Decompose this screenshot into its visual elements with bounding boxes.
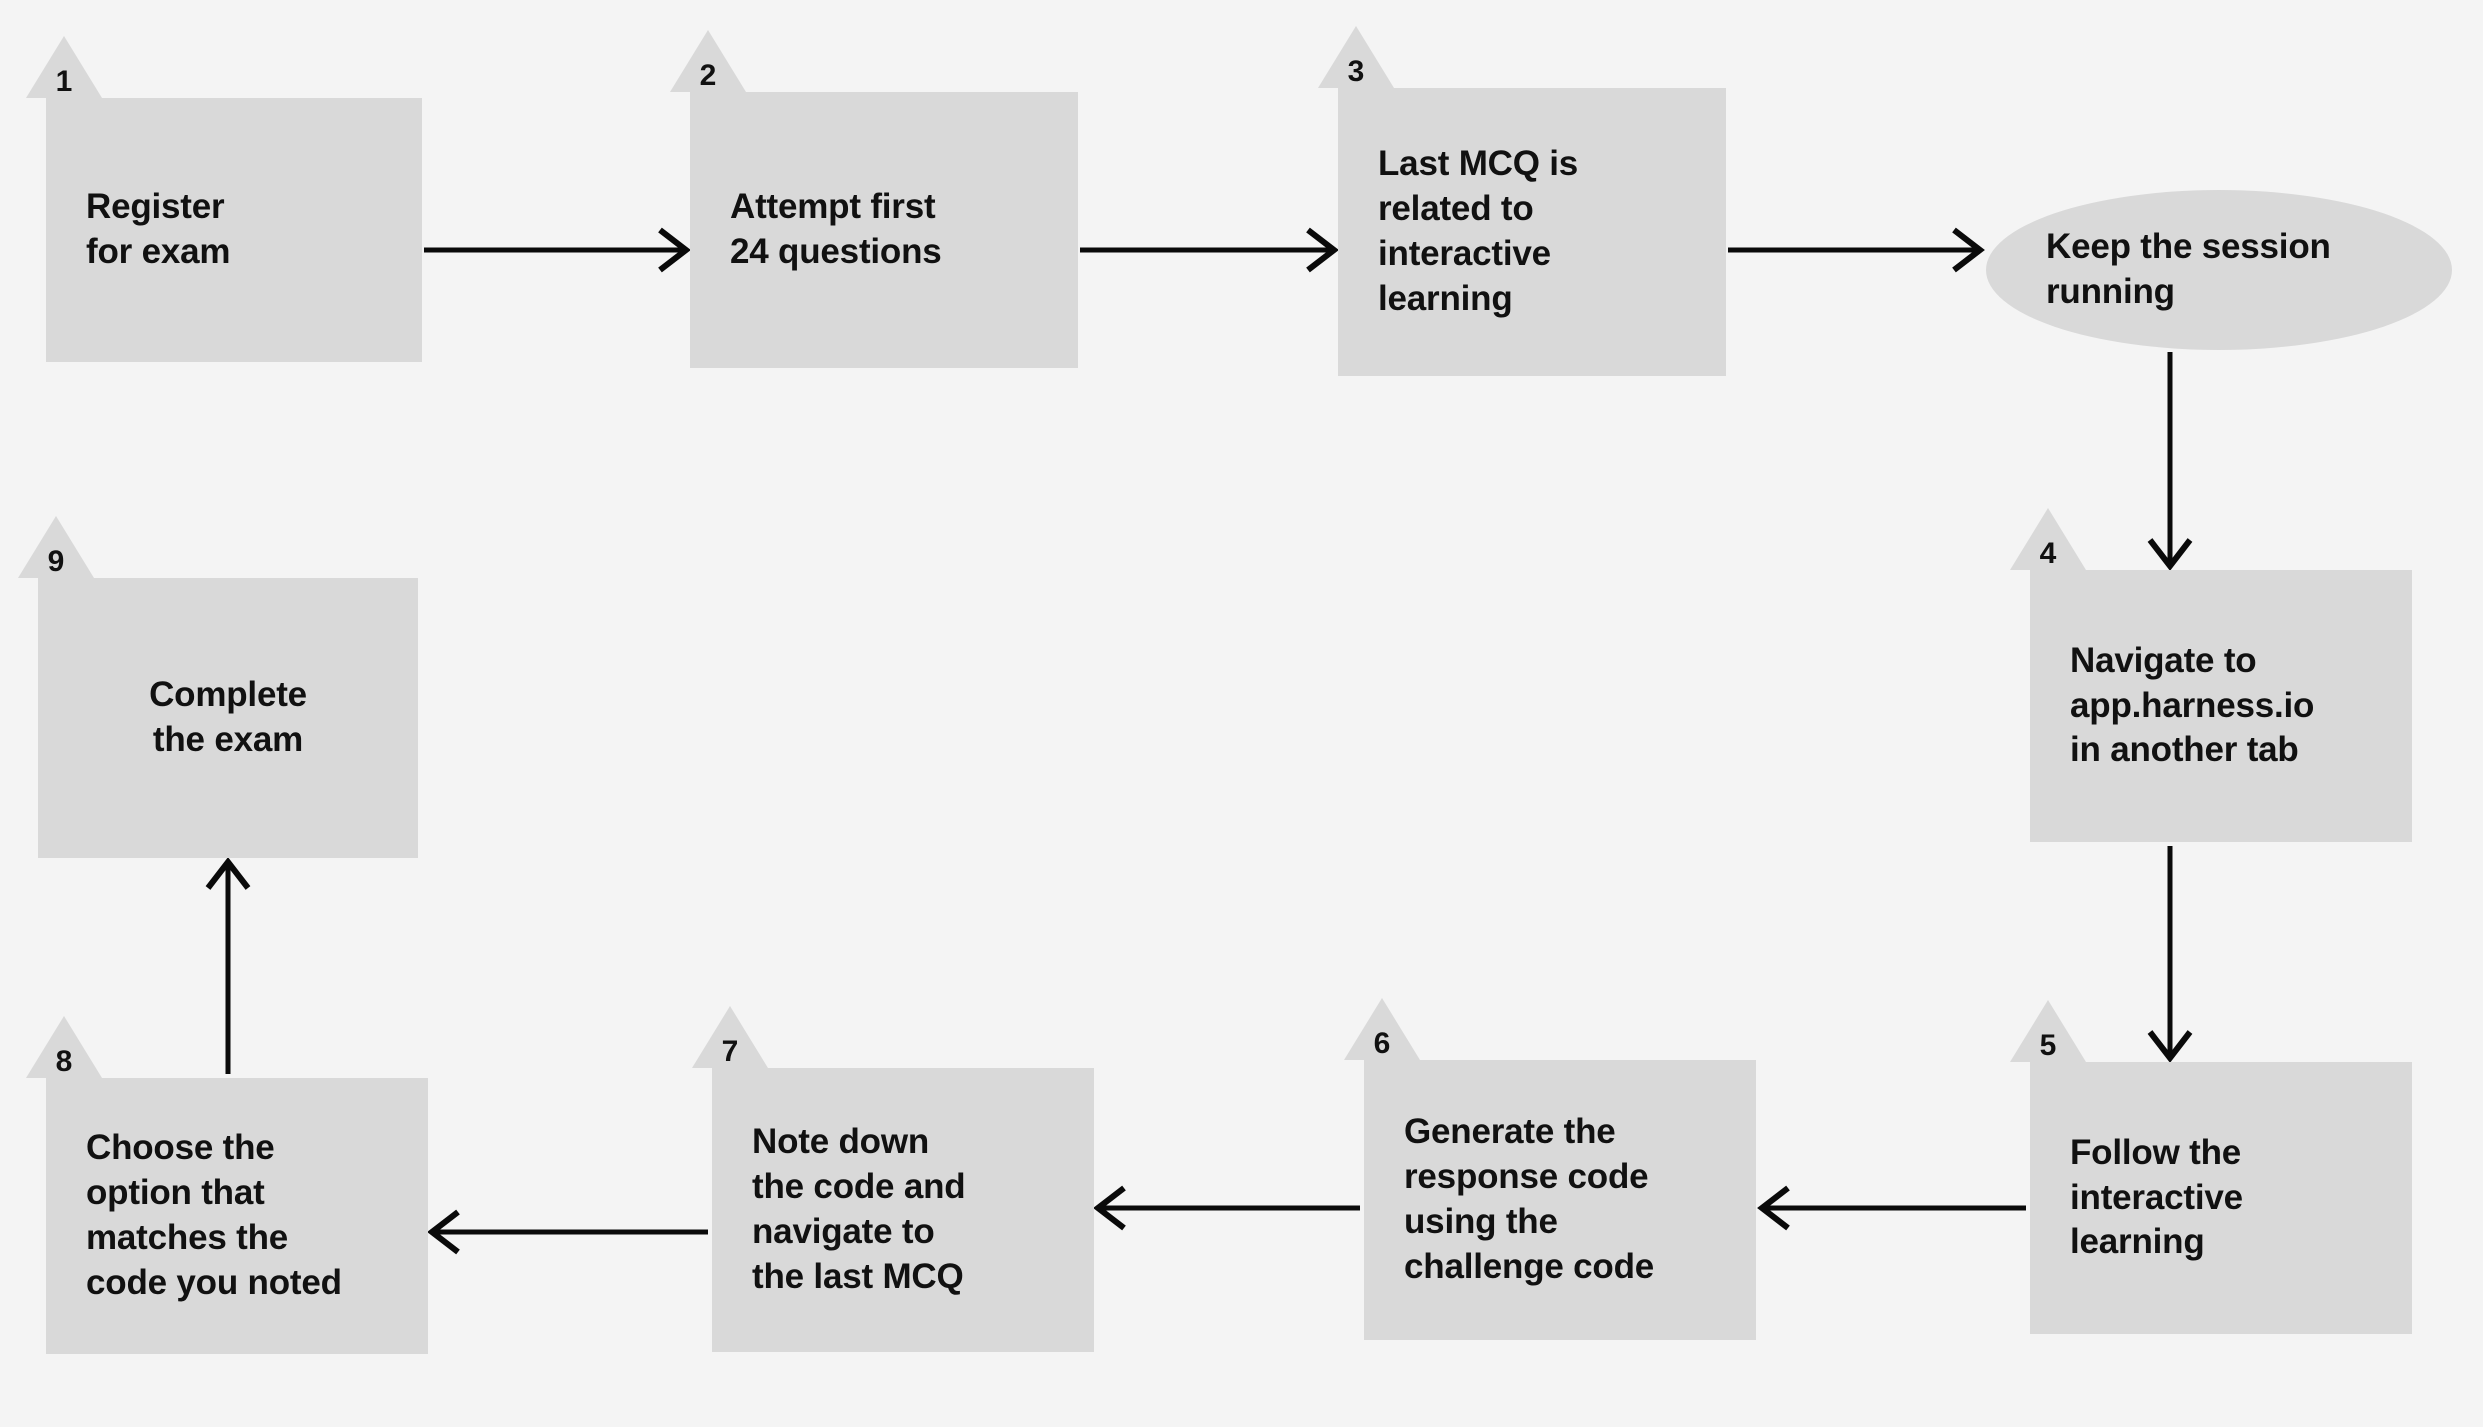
- triangle-icon: [692, 1006, 768, 1068]
- triangle-icon: [26, 1016, 102, 1078]
- flow-node-n4[interactable]: Navigate to app.harness.io in another ta…: [2030, 570, 2412, 842]
- flow-node-label: Register for exam: [86, 187, 231, 271]
- step-number-label: 1: [55, 65, 73, 98]
- triangle-icon: [2010, 1000, 2086, 1062]
- arrow-head-icon: [205, 857, 251, 890]
- arrow-head-icon: [1952, 227, 1985, 273]
- triangle-icon: [1344, 998, 1420, 1060]
- flow-edge-n1-to-n2: [424, 227, 691, 273]
- arrow-head-icon: [1093, 1185, 1126, 1231]
- step-number-badge: 1: [26, 36, 102, 98]
- arrow-head-icon: [427, 1209, 460, 1255]
- flow-node-label: Choose the option that matches the code …: [86, 1128, 342, 1302]
- step-number-label: 8: [55, 1045, 73, 1078]
- flow-node-label: Complete the exam: [149, 675, 307, 759]
- flow-edge-n3-to-n4_ellipse: [1728, 227, 1985, 273]
- flow-node-label: Last MCQ is related to interactive learn…: [1378, 144, 1579, 318]
- step-number-label: 4: [2039, 537, 2057, 570]
- flow-edge-n2-to-n3: [1080, 227, 1339, 273]
- step-number-label: 7: [721, 1035, 739, 1068]
- step-number-label: 5: [2039, 1029, 2057, 1062]
- flow-node-n3[interactable]: Last MCQ is related to interactive learn…: [1338, 88, 1726, 376]
- arrow-head-icon: [1757, 1185, 1790, 1231]
- triangle-icon: [2010, 508, 2086, 570]
- step-number-badge: 7: [692, 1006, 768, 1068]
- flow-node-label: Keep the session running: [2046, 227, 2331, 311]
- arrow-head-icon: [1306, 227, 1339, 273]
- arrow-head-icon: [2147, 538, 2193, 571]
- flow-node-label: Generate the response code using the cha…: [1404, 1112, 1655, 1286]
- step-number-label: 2: [699, 59, 717, 92]
- step-number-badge: 3: [1318, 26, 1394, 88]
- triangle-icon: [670, 30, 746, 92]
- flow-edge-n7-to-n8: [427, 1209, 708, 1255]
- flow-node-n6[interactable]: Generate the response code using the cha…: [1364, 1060, 1756, 1340]
- triangle-icon: [1318, 26, 1394, 88]
- flow-node-n4_ellipse[interactable]: Keep the session running: [1986, 190, 2452, 350]
- flow-edge-n8-to-n9: [205, 857, 251, 1074]
- flow-node-label: Attempt first 24 questions: [730, 187, 942, 271]
- flow-edge-n4_ellipse-to-n4: [2147, 352, 2193, 571]
- step-number-label: 6: [1373, 1027, 1391, 1060]
- triangle-icon: [18, 516, 94, 578]
- triangle-icon: [26, 36, 102, 98]
- step-number-label: 9: [47, 545, 65, 578]
- flow-node-label: Navigate to app.harness.io in another ta…: [2070, 640, 2315, 770]
- flow-node-n1[interactable]: Register for exam: [46, 98, 422, 362]
- flow-edge-n6-to-n7: [1093, 1185, 1360, 1231]
- flow-node-n7[interactable]: Note down the code and navigate to the l…: [712, 1068, 1094, 1352]
- step-number-badge: 2: [670, 30, 746, 92]
- flow-edge-n4-to-n5: [2147, 846, 2193, 1063]
- step-number-label: 3: [1347, 55, 1365, 88]
- flow-node-label: Note down the code and navigate to the l…: [752, 1122, 966, 1296]
- step-number-badge: 8: [26, 1016, 102, 1078]
- flow-node-n8[interactable]: Choose the option that matches the code …: [46, 1078, 428, 1354]
- arrow-head-icon: [2147, 1030, 2193, 1063]
- flow-node-label: Follow the interactive learning: [2070, 1132, 2243, 1262]
- flow-node-n9[interactable]: Complete the exam: [38, 578, 418, 858]
- step-number-badge: 9: [18, 516, 94, 578]
- arrow-head-icon: [658, 227, 691, 273]
- step-number-badge: 4: [2010, 508, 2086, 570]
- step-number-badge: 6: [1344, 998, 1420, 1060]
- step-number-badge: 5: [2010, 1000, 2086, 1062]
- flow-edge-n5-to-n6: [1757, 1185, 2026, 1231]
- flow-node-n2[interactable]: Attempt first 24 questions: [690, 92, 1078, 368]
- flow-node-n5[interactable]: Follow the interactive learning: [2030, 1062, 2412, 1334]
